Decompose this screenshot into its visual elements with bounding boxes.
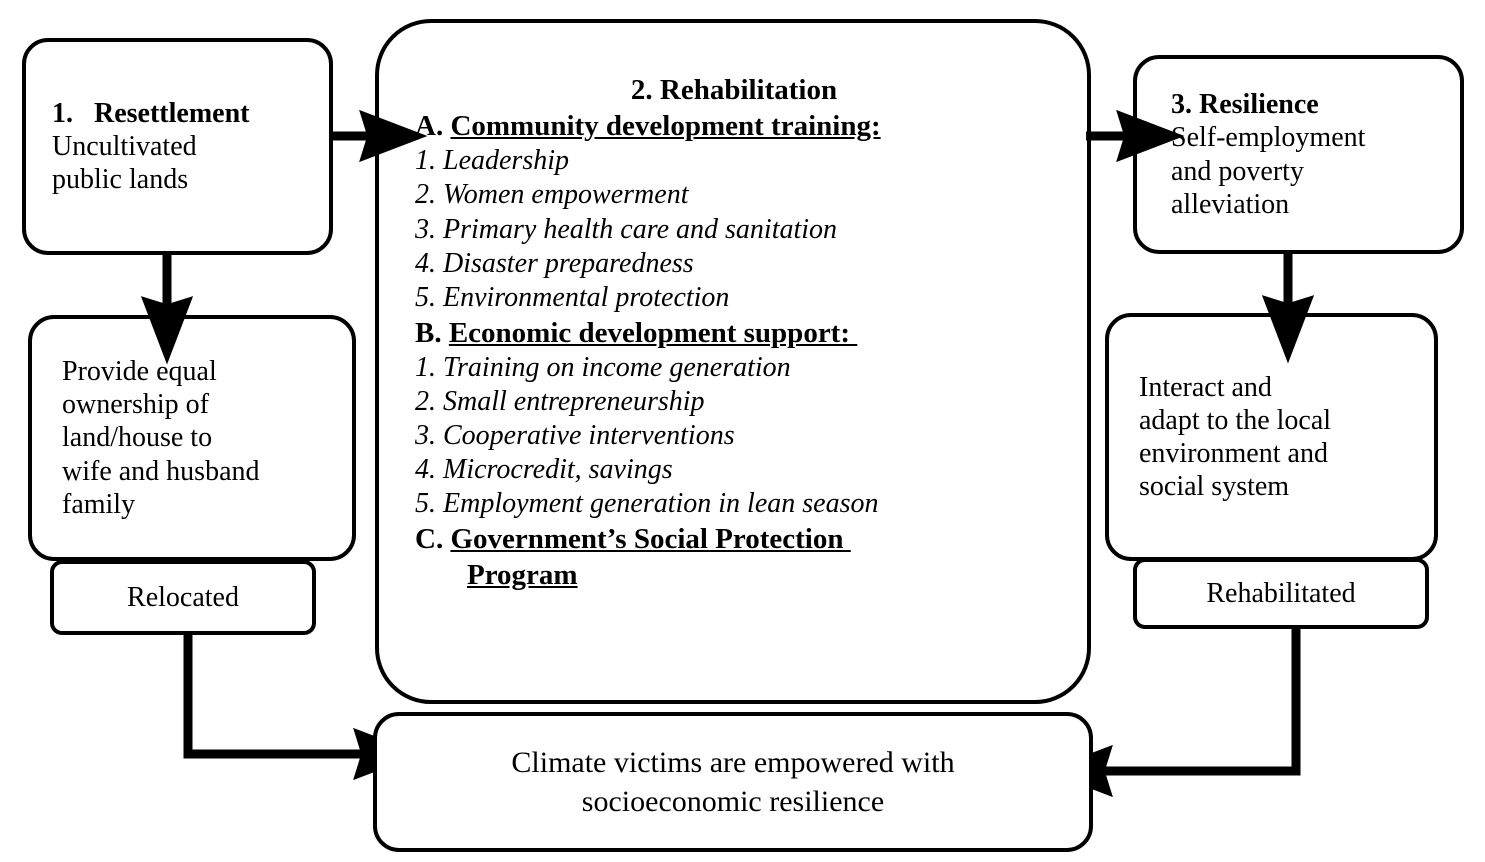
resettlement-heading: 1. Resettlement: [52, 97, 250, 129]
node-interact-adapt: Interact and adapt to the local environm…: [1105, 313, 1438, 561]
list-item: 3. Cooperative interventions: [415, 419, 735, 451]
list-item: 3. Primary health care and sanitation: [415, 213, 838, 245]
interact-adapt-body: Interact and adapt to the local environm…: [1139, 371, 1332, 503]
node-relocated: Relocated: [50, 560, 316, 635]
node-rehabilitated: Rehabilitated: [1133, 558, 1429, 629]
section-a-marker: A.: [415, 110, 444, 143]
section-c-title-text: Government’s Social Protection: [450, 522, 851, 555]
section-c-marker: C.: [415, 522, 444, 555]
list-item: 4. Disaster preparedness: [415, 247, 694, 279]
resettlement-body: Uncultivated public lands: [52, 130, 197, 196]
node-resilience: 3. Resilience Self-employment and povert…: [1133, 55, 1464, 254]
rehabilitation-heading: 2. Rehabilitation: [630, 74, 838, 106]
list-item: 2. Women empowerment: [415, 179, 689, 211]
section-b-title-text: Economic development support:: [448, 316, 858, 349]
node-outcome: Climate victims are empowered with socio…: [373, 712, 1093, 852]
section-b-marker: B.: [415, 316, 442, 349]
connector-relocated-to-outcome: [183, 634, 422, 781]
rehabilitation-section-c-title-cont: Program: [415, 558, 1073, 592]
node-rehabilitation: 2. Rehabilitation A. Community developme…: [375, 19, 1091, 704]
relocated-label: Relocated: [127, 581, 239, 613]
section-c-title-continuation: Program: [467, 559, 578, 592]
rehabilitation-section-a-title: A. Community development training:: [415, 109, 1073, 143]
list-item: 1. Training on income generation: [415, 351, 791, 383]
list-item: 1. Leadership: [415, 145, 569, 177]
resilience-heading: 3. Resilience: [1171, 89, 1319, 121]
rehabilitated-label: Rehabilitated: [1206, 577, 1356, 609]
list-item: 4. Microcredit, savings: [415, 453, 673, 485]
section-a-title-text: Community development training:: [450, 110, 881, 143]
list-item: 5. Environmental protection: [415, 281, 730, 313]
outcome-body: Climate victims are empowered with socio…: [511, 746, 955, 818]
rehabilitation-section-b-title: B. Economic development support:: [415, 316, 1073, 350]
equal-ownership-body: Provide equal ownership of land/house to…: [62, 356, 260, 520]
node-equal-ownership: Provide equal ownership of land/house to…: [28, 315, 356, 561]
list-item: 2. Small entrepreneurship: [415, 385, 705, 417]
list-item: 5. Employment generation in lean season: [415, 487, 879, 519]
rehabilitation-section-c-title: C. Government’s Social Protection: [415, 522, 1073, 556]
connector-rehabilitated-to-outcome: [1044, 628, 1301, 798]
node-resettlement: 1. Resettlement Uncultivated public land…: [22, 38, 333, 255]
resilience-body: Self-employment and poverty alleviation: [1171, 122, 1366, 220]
